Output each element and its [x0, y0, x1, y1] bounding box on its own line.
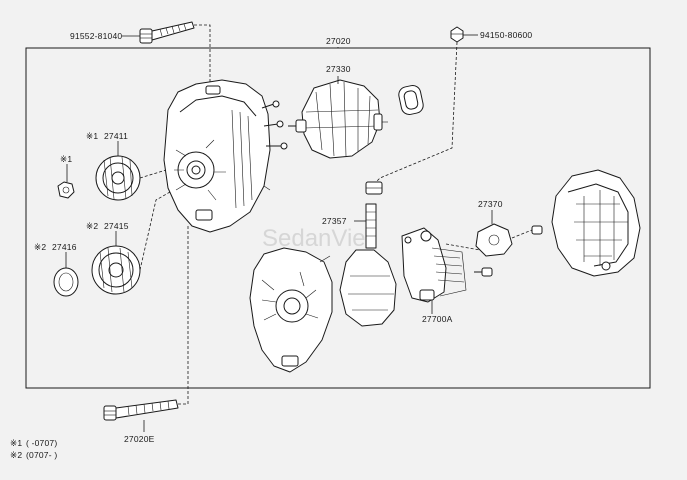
label-cap-mark: ※2 [34, 242, 46, 252]
dashed-nut-top [375, 41, 458, 183]
label-nut-top: 94150-80600 [480, 30, 532, 40]
label-bolt-top: 91552-81040 [70, 31, 122, 41]
terminal-insulator-icon [365, 181, 383, 195]
dashed-pulley-2 [139, 191, 171, 271]
dashed-pulley-1 [139, 169, 167, 179]
watermark: SedanViet [262, 225, 373, 252]
legend-mark-2: ※2 [10, 450, 22, 460]
drive-end-frame-icon [163, 79, 288, 233]
legend: ※1 ( -0707) ※2 (0707- ) [10, 438, 57, 460]
rectifier-icon [339, 203, 397, 327]
brush-holder-cover-icon [475, 223, 543, 257]
label-pulley-1: 27411 [104, 131, 128, 141]
pulley-cap-icon [53, 267, 79, 297]
label-pulley-2-mark: ※2 [86, 221, 98, 231]
label-bolt-bottom: 27020E [124, 434, 155, 444]
bolt-bottom-icon [103, 399, 179, 421]
label-pulley-1-mark: ※1 [86, 131, 98, 141]
regulator-icon [401, 227, 467, 303]
pulley-1-icon [95, 155, 141, 201]
label-regulator: 27700A [422, 314, 453, 324]
pulley-2-icon [91, 245, 141, 295]
legend-text-1: ( -0707) [26, 438, 57, 448]
label-pulley-nut-mark: ※1 [60, 154, 72, 164]
bolt-top-icon [139, 21, 195, 44]
rectifier-end-frame-icon [249, 247, 333, 373]
rear-cover-icon [551, 169, 641, 277]
nut-top-icon [450, 26, 464, 43]
bearing-ring-icon [398, 85, 424, 115]
label-pulley-2: 27415 [104, 221, 129, 231]
dashed-brush-holder [511, 229, 533, 239]
label-holder: 27370 [478, 199, 503, 209]
dashed-regulator [445, 243, 481, 251]
rotor-icon [288, 79, 388, 159]
dashed-bolt-top [194, 24, 211, 92]
label-cap: 27416 [52, 242, 77, 252]
screw-icon [474, 267, 493, 277]
legend-mark-1: ※1 [10, 438, 22, 448]
label-rotor: 27330 [326, 64, 351, 74]
pulley-nut-icon [57, 181, 75, 199]
label-assembly: 27020 [326, 36, 351, 46]
dashed-bolt-bottom [178, 226, 189, 405]
label-terminal: 27357 [322, 216, 347, 226]
legend-text-2: (0707- ) [26, 450, 57, 460]
